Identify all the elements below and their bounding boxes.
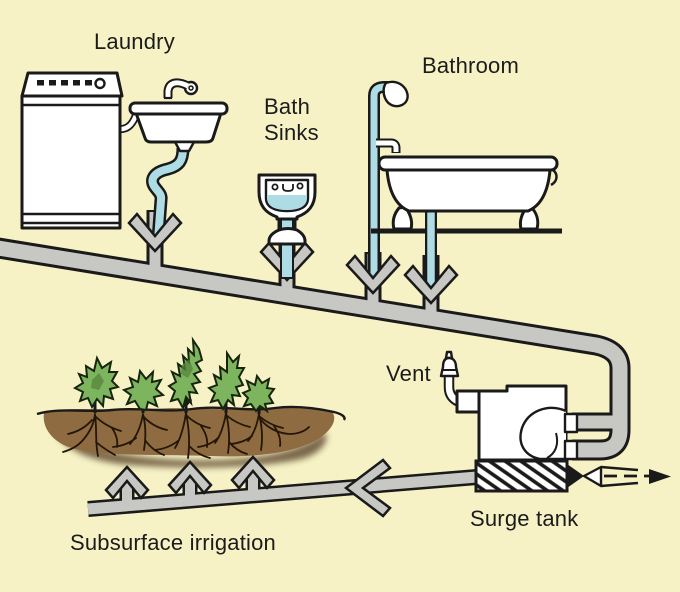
tank-internal-pipe	[519, 406, 567, 461]
irrigation-up-arrow	[104, 465, 150, 500]
washer-body	[20, 94, 122, 230]
shower	[376, 80, 409, 153]
sink-bowl	[134, 111, 223, 144]
irrigation-pipe	[87, 455, 478, 518]
overflow-arrow	[649, 469, 671, 484]
irrigation-up-arrow	[230, 455, 276, 490]
sink-rim	[128, 101, 229, 116]
soil-shadow	[55, 430, 327, 468]
surge-tank	[439, 350, 579, 462]
label-surge-tank: Surge tank	[470, 506, 579, 531]
sink-drain	[173, 140, 196, 153]
bath-sink-base	[267, 227, 307, 246]
valve-right	[582, 465, 603, 488]
drain-arrow	[345, 254, 401, 295]
filter-and-valve	[474, 459, 671, 493]
label-laundry: Laundry	[94, 29, 175, 54]
label-subsurface-irrigation: Subsurface irrigation	[70, 530, 276, 555]
tub-body	[385, 168, 552, 213]
drain-arrow	[403, 264, 459, 305]
roots	[62, 412, 310, 459]
valve-left	[567, 464, 584, 488]
tub-rim	[377, 155, 559, 172]
plant	[241, 373, 276, 414]
irrigation-up-arrow	[167, 460, 213, 495]
washer-dial	[94, 77, 106, 90]
tank-port	[563, 439, 579, 461]
bath-sink	[257, 173, 317, 279]
label-vent: Vent	[386, 361, 431, 386]
plant	[207, 349, 246, 412]
bathtub	[371, 155, 562, 235]
tank-vent-stub	[455, 389, 481, 414]
overflow-pipe	[600, 465, 639, 488]
flow-left-arrow	[343, 458, 392, 518]
tank-port	[563, 412, 579, 434]
soil-bed	[36, 405, 346, 468]
label-bath-sinks-line2: Sinks	[264, 120, 319, 145]
label-bath-sinks-line1: Bath	[264, 94, 311, 119]
vent-cap	[439, 356, 460, 378]
laundry-sink	[128, 78, 229, 153]
washer-buttons	[37, 77, 106, 90]
washing-machine	[20, 71, 141, 230]
plant	[121, 368, 166, 412]
bath-sink-taps	[271, 182, 304, 192]
plants	[72, 336, 276, 414]
label-bathroom: Bathroom	[422, 53, 519, 78]
drain-arrow	[127, 212, 183, 253]
shower-head	[382, 80, 409, 108]
sand-filter	[474, 459, 569, 493]
